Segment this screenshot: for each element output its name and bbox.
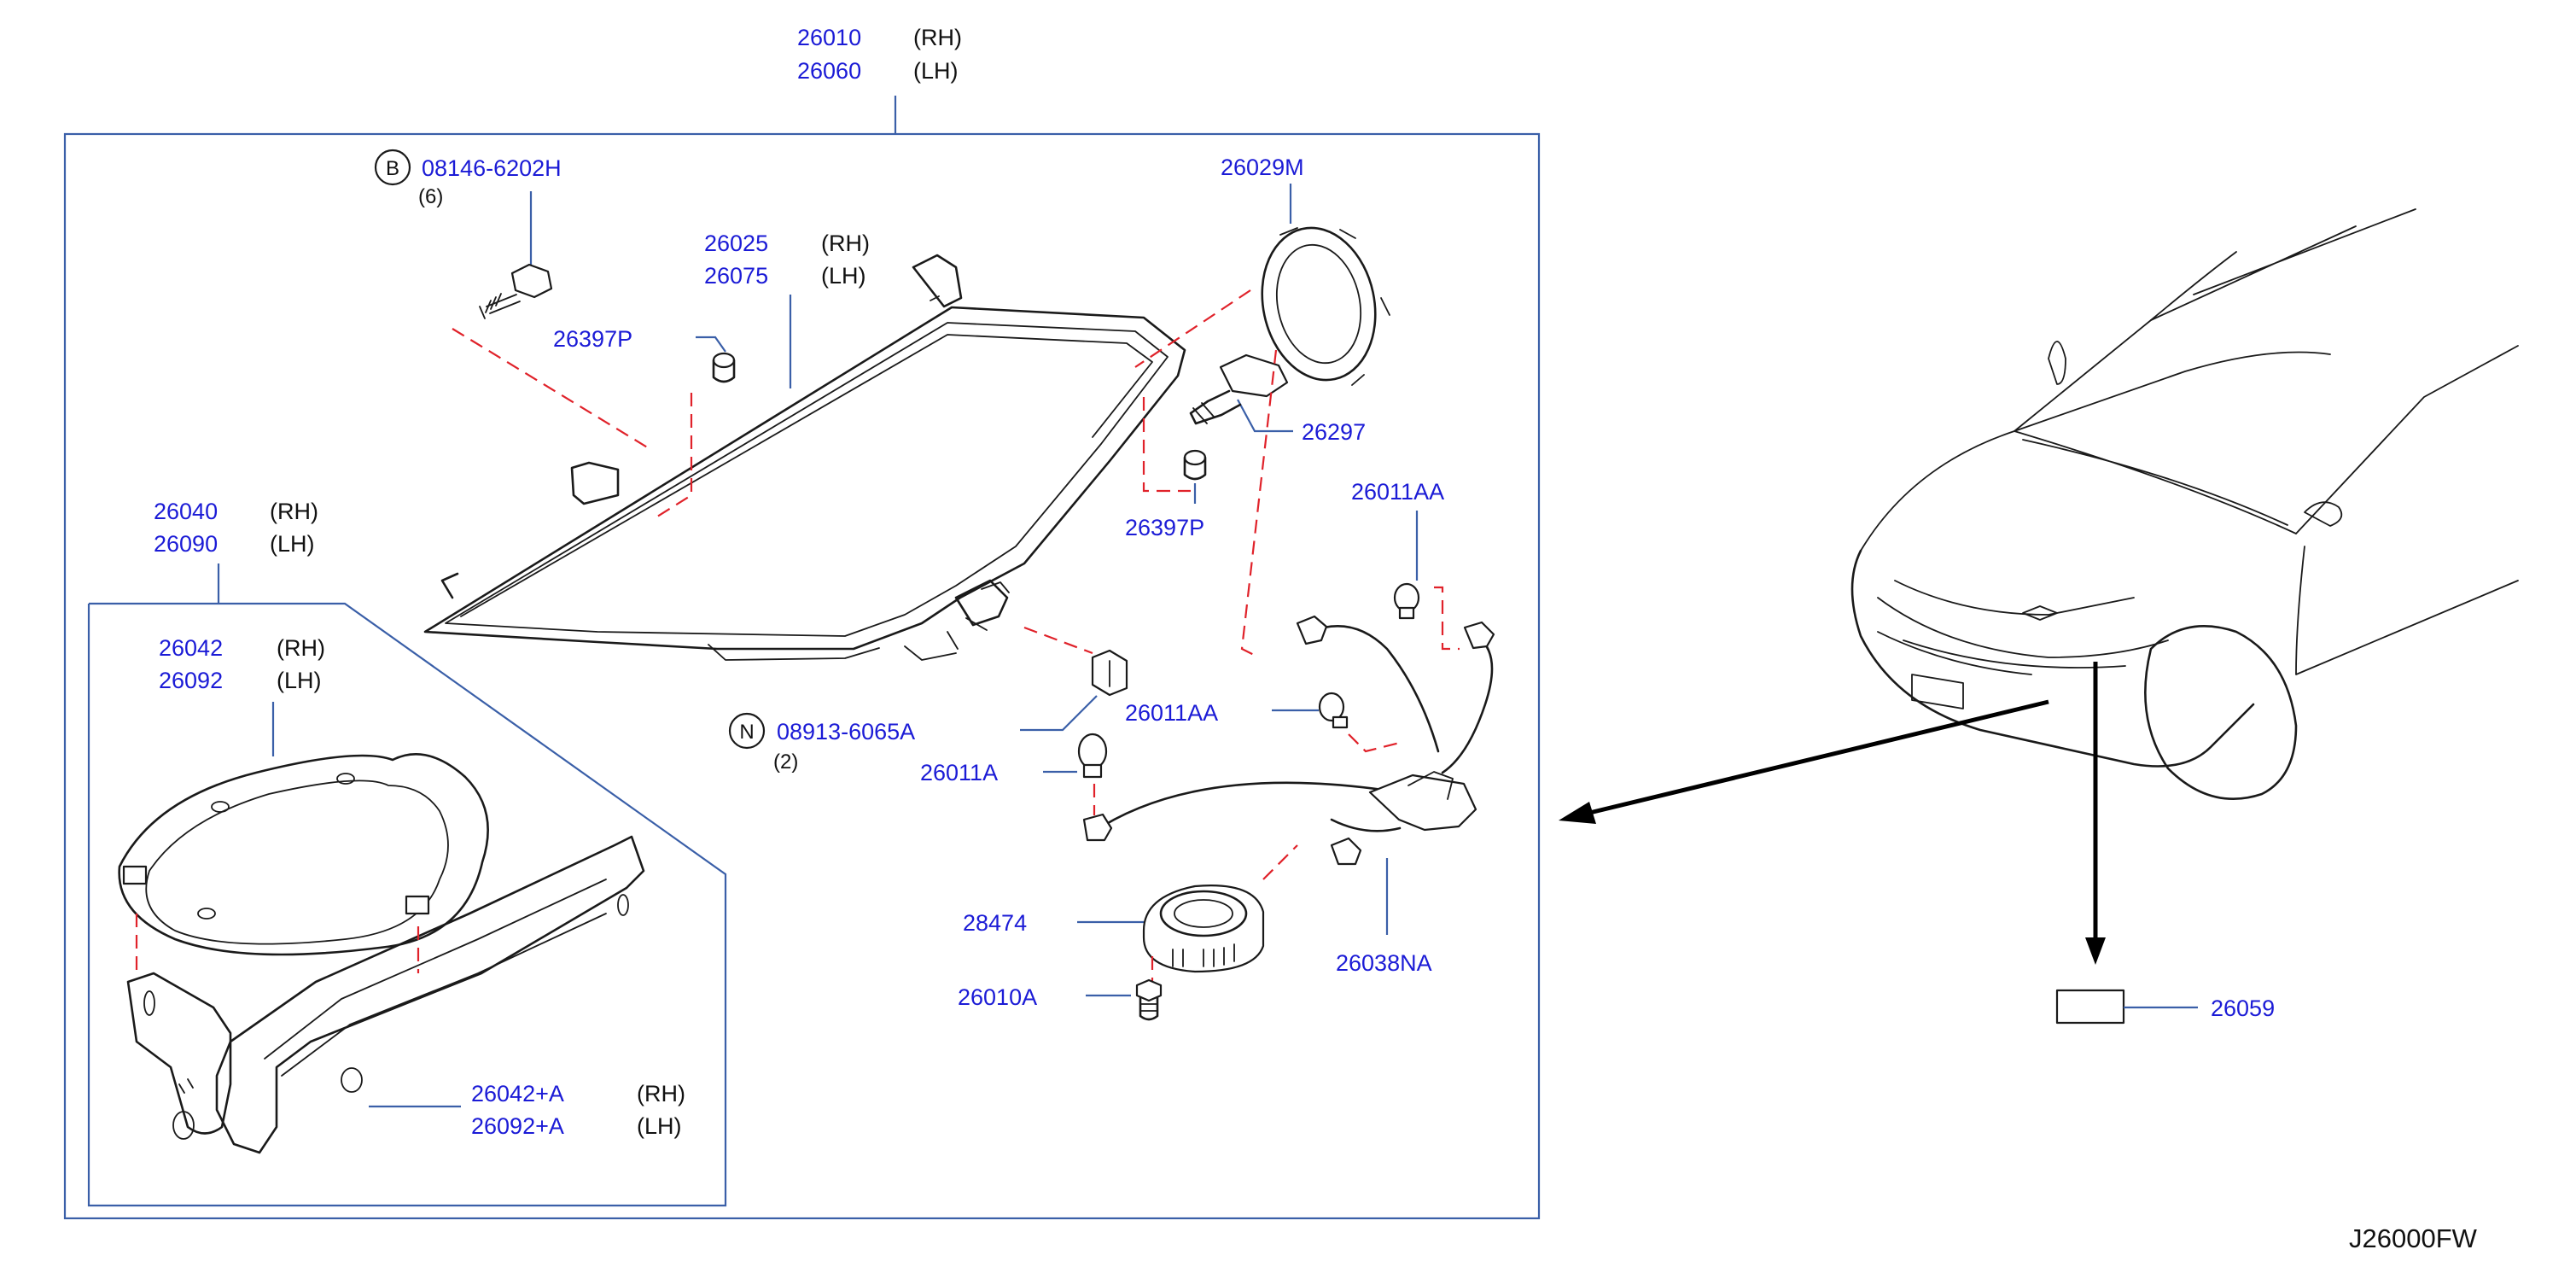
arrow-to-headlamp xyxy=(1559,699,2049,824)
bracket-lower-rh-part-number[interactable]: 26042+A xyxy=(471,1081,564,1106)
hid-bulb-leader-line xyxy=(1237,399,1293,433)
lens-lh-part-number[interactable]: 26075 xyxy=(704,263,768,289)
bulb-a-part-number[interactable]: 26011A xyxy=(920,760,998,785)
hid-bulb-callout[interactable]: 26297 xyxy=(1237,399,1366,445)
hid-bulb-part-number[interactable]: 26297 xyxy=(1302,419,1366,445)
clip-nut-icon xyxy=(1091,649,1128,697)
bracket-upper-lh-part-number[interactable]: 26092 xyxy=(159,668,223,693)
bracket-upper-lh-side: (LH) xyxy=(277,668,322,693)
nut-n-circle-icon xyxy=(728,712,766,750)
cap-lower-part-number[interactable]: 26397P xyxy=(1125,515,1204,540)
headlamp-assembly-callout[interactable]: 26010 (RH) 26060 (LH) xyxy=(797,25,962,134)
screw-icon xyxy=(1135,978,1163,1021)
bolt-icon xyxy=(479,263,553,319)
socket-ring-callout[interactable]: 26029M xyxy=(1221,155,1304,224)
nut-n-part-number[interactable]: 08913-6065A xyxy=(777,719,915,744)
bracket-kit-rh-part-number[interactable]: 26040 xyxy=(154,499,218,524)
bracket-upper-callout[interactable]: 26042 (RH) 26092 (LH) xyxy=(159,635,325,756)
ballast-dashed-guide xyxy=(1262,844,1298,880)
assembly-rh-part-number[interactable]: 26010 xyxy=(797,25,861,50)
bracket-lower-callout[interactable]: 26042+A (RH) 26092+A (LH) xyxy=(369,1081,685,1139)
bracket-kit-frame xyxy=(87,602,727,1207)
bolt-dashed-guide xyxy=(452,328,650,449)
bulb-aa-upper-callout[interactable]: 26011AA xyxy=(1351,479,1444,581)
bulb-aa-lower-callout[interactable]: 26011AA xyxy=(1125,700,1319,726)
assembly-rh-side: (RH) xyxy=(913,25,962,50)
ballast-callout[interactable]: 28474 xyxy=(963,910,1144,936)
nut-n-quantity: (2) xyxy=(773,750,798,774)
lower-bracket-icon xyxy=(126,835,645,1154)
arrow-to-label xyxy=(2085,662,2106,965)
nut-n-leader-line xyxy=(1020,695,1098,732)
label-plate-callout[interactable]: 26059 xyxy=(2124,996,2275,1021)
bracket-upper-rh-part-number[interactable]: 26042 xyxy=(159,635,223,661)
assembly-lh-side: (LH) xyxy=(913,58,959,84)
wiring-harness-icon xyxy=(1082,615,1495,866)
ballast-icon xyxy=(1142,885,1265,973)
bracket-lower-lh-part-number[interactable]: 26092+A xyxy=(471,1113,564,1139)
lens-housing-callout[interactable]: 26025 (RH) 26075 (LH) xyxy=(704,231,870,388)
cap-upper-dashed-guide xyxy=(656,393,693,517)
screw-callout[interactable]: 26010A xyxy=(958,984,1131,1010)
socket-dashed-guide xyxy=(1134,289,1251,368)
upper-bracket-ring-icon xyxy=(118,753,489,956)
assembly-lh-part-number[interactable]: 26060 xyxy=(797,58,861,84)
bracket-lower-rh-side: (RH) xyxy=(637,1081,685,1106)
bolt-b-callout[interactable]: B 08146-6202H (6) xyxy=(374,149,562,266)
lens-rh-side: (RH) xyxy=(821,231,870,256)
bracket-kit-lh-part-number[interactable]: 26090 xyxy=(154,531,218,557)
bulb-a-icon xyxy=(1077,733,1108,779)
cap-upper-icon xyxy=(712,352,736,383)
bolt-b-circle-icon xyxy=(374,149,411,186)
socket-ring-part-number[interactable]: 26029M xyxy=(1221,155,1304,180)
socket-ring-icon xyxy=(1261,226,1390,386)
bulb-aa-lower-part-number[interactable]: 26011AA xyxy=(1125,700,1218,726)
cap-upper-callout[interactable]: 26397P xyxy=(553,326,726,353)
label-plate-icon xyxy=(2055,989,2125,1025)
cap-lower-dashed-guide xyxy=(1142,397,1191,493)
harness-part-number[interactable]: 26038NA xyxy=(1336,950,1432,976)
nut-dashed-guide xyxy=(1023,626,1093,655)
cap-lower-callout[interactable]: 26397P xyxy=(1125,483,1204,540)
hid-bulb-icon xyxy=(1189,353,1289,425)
bulb-aa-upper-dashed-guide xyxy=(1434,586,1460,651)
bolt-b-quantity: (6) xyxy=(418,185,443,208)
vehicle-icon xyxy=(1850,208,2519,800)
lens-rh-part-number[interactable]: 26025 xyxy=(704,231,768,256)
bulb-dashed-guide xyxy=(1240,349,1278,658)
cap-upper-leader-line xyxy=(696,336,726,353)
bulb-a-callout[interactable]: 26011A xyxy=(920,760,1077,785)
headlamp-housing-icon xyxy=(423,254,1186,661)
bolt-b-part-number[interactable]: 08146-6202H xyxy=(422,155,562,181)
screw-part-number[interactable]: 26010A xyxy=(958,984,1037,1010)
ballast-part-number[interactable]: 28474 xyxy=(963,910,1027,936)
bracket-kit-callout[interactable]: 26040 (RH) 26090 (LH) xyxy=(154,499,318,604)
bulb-aa-upper-icon xyxy=(1393,582,1420,620)
label-plate-part-number[interactable]: 26059 xyxy=(2211,996,2275,1021)
nut-n-mark: N xyxy=(739,721,754,744)
bracket-upper-rh-side: (RH) xyxy=(277,635,325,661)
nut-n-callout[interactable]: N 08913-6065A (2) xyxy=(728,695,1098,774)
cap-lower-icon xyxy=(1183,449,1207,481)
bulb-aa-lower-dashed-guide xyxy=(1348,733,1401,753)
bracket-kit-rh-side: (RH) xyxy=(270,499,318,524)
bracket-lower-lh-side: (LH) xyxy=(637,1113,682,1139)
bolt-b-mark: B xyxy=(386,157,399,180)
lens-lh-side: (LH) xyxy=(821,263,866,289)
bracket-kit-lh-side: (LH) xyxy=(270,531,315,557)
diagram-code: J26000FW xyxy=(2349,1223,2478,1253)
harness-callout[interactable]: 26038NA xyxy=(1336,858,1432,976)
bulb-aa-upper-part-number[interactable]: 26011AA xyxy=(1351,479,1444,505)
bulb-aa-lower-icon xyxy=(1318,692,1349,729)
cap-upper-part-number[interactable]: 26397P xyxy=(553,326,632,352)
headlamp-assembly-frame xyxy=(63,132,1541,1220)
